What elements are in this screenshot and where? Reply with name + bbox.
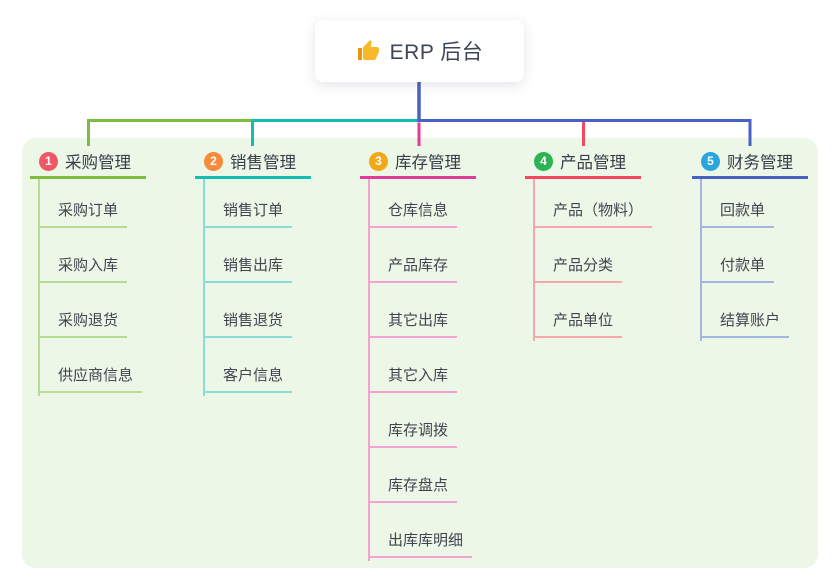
branch-tree-line — [203, 179, 205, 396]
branch-title: 产品管理 — [560, 154, 626, 172]
child-node[interactable]: 结算账户 — [700, 311, 790, 338]
child-node[interactable]: 仓库信息 — [368, 201, 458, 228]
branch-node-finance[interactable]: 5 财务管理 — [692, 146, 808, 179]
child-node[interactable]: 销售退货 — [203, 311, 293, 338]
child-node[interactable]: 采购入库 — [38, 256, 128, 283]
branch-title: 采购管理 — [65, 154, 131, 172]
child-node[interactable]: 采购订单 — [38, 201, 128, 228]
branch-node-sales[interactable]: 2 销售管理 — [195, 146, 311, 179]
child-node[interactable]: 其它出库 — [368, 311, 458, 338]
branch-number-badge: 5 — [701, 151, 720, 171]
root-node-label: ERP 后台 — [389, 41, 484, 64]
mindmap-panel — [22, 138, 818, 568]
branch-title: 财务管理 — [727, 154, 793, 172]
branch-number-badge: 4 — [534, 151, 553, 171]
branch-tree-line — [533, 179, 535, 341]
child-node[interactable]: 产品分类 — [533, 256, 623, 283]
branch-number-badge: 2 — [204, 151, 223, 171]
branch-title: 库存管理 — [395, 154, 461, 172]
branch-node-purchase[interactable]: 1 采购管理 — [30, 146, 146, 179]
branch-title: 销售管理 — [230, 154, 296, 172]
child-node[interactable]: 销售订单 — [203, 201, 293, 228]
child-node[interactable]: 产品单位 — [533, 311, 623, 338]
child-node[interactable]: 出库库明细 — [368, 531, 473, 558]
branch-tree-line — [700, 179, 702, 341]
child-node[interactable]: 供应商信息 — [38, 366, 143, 393]
child-node[interactable]: 客户信息 — [203, 366, 293, 393]
branch-number-badge: 1 — [39, 151, 58, 171]
branch-node-inventory[interactable]: 3 库存管理 — [360, 146, 476, 179]
root-node-erp[interactable]: ERP 后台 — [315, 20, 524, 82]
thumbs-up-icon — [357, 40, 379, 60]
child-node[interactable]: 销售出库 — [203, 256, 293, 283]
child-node[interactable]: 采购退货 — [38, 311, 128, 338]
child-node[interactable]: 库存盘点 — [368, 476, 458, 503]
branch-number-badge: 3 — [369, 151, 388, 171]
child-node[interactable]: 产品（物料） — [533, 201, 653, 228]
child-node[interactable]: 付款单 — [700, 256, 775, 283]
child-node[interactable]: 回款单 — [700, 201, 775, 228]
child-node[interactable]: 其它入库 — [368, 366, 458, 393]
branch-node-product[interactable]: 4 产品管理 — [525, 146, 641, 179]
child-node[interactable]: 库存调拨 — [368, 421, 458, 448]
child-node[interactable]: 产品库存 — [368, 256, 458, 283]
branch-tree-line — [368, 179, 370, 561]
branch-tree-line — [38, 179, 40, 396]
